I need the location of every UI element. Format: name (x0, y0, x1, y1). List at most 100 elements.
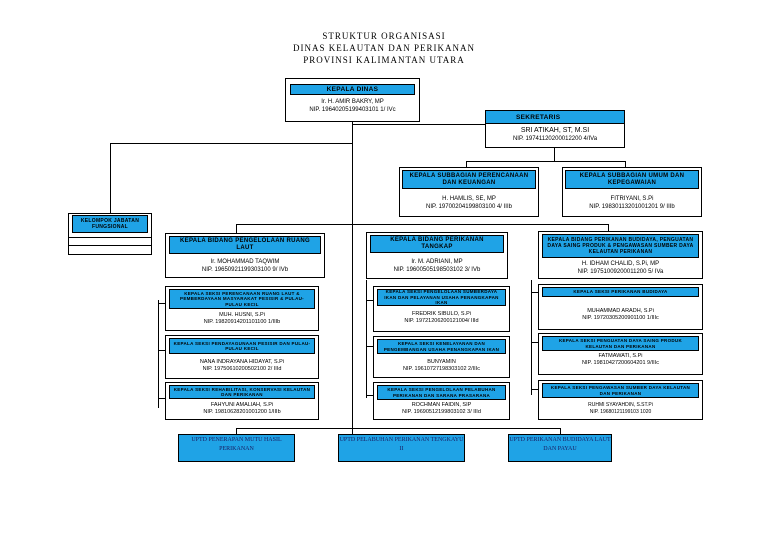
connector-bidang-horizontal (236, 224, 608, 225)
seksi-budidaya-2-name: FATMAWATI, S.Pi (598, 353, 643, 359)
subbag-umum-role: KEPALA SUBBAGIAN UMUM DAN KEPEGAWAIAN (565, 170, 699, 189)
connector-seksi-mid-3 (366, 395, 373, 396)
uptd-mutu-hasil: UPTD PENERAPAN MUTU HASIL PERIKANAN (178, 434, 295, 462)
bidang-budidaya-nip: NIP. 19751009200011200 5/ IVa (577, 269, 664, 275)
seksi-ruang-laut-2-nip: NIP. 19750610200502100 2/ IIId (202, 366, 282, 372)
bidang-tangkap-name: Ir. M. ADRIANI, MP (411, 259, 463, 265)
connector-uptd-left (236, 428, 237, 434)
connector-seksi-left-vertical (158, 300, 159, 408)
seksi-tangkap-3-nip: NIP. 19690512199803102 3/ IIId (402, 409, 481, 415)
seksi-ruang-laut-3-name: FAHYUNI AMALIAH, S.Pi (210, 402, 274, 408)
connector-seksi-right-1 (531, 292, 538, 293)
connector-seksi-mid-2 (366, 346, 373, 347)
bidang-budidaya-role: KEPALA BIDANG PERIKANAN BUDIDAYA, PENGUA… (542, 234, 699, 258)
connector-seksi-mid-1 (366, 300, 373, 301)
subbag-umum-nip: NIP. 19830113201001201 9/ IIIb (589, 204, 675, 210)
subbag-keuangan-name: H. HAMLIS, SE, MP (442, 196, 496, 202)
connector-seksi-left-3 (158, 398, 165, 399)
bidang-ruang-laut-role: KEPALA BIDANG PENGELOLAAN RUANG LAUT (169, 236, 321, 254)
jabatan-fungsional-row (69, 245, 151, 253)
bidang-tangkap-role: KEPALA BIDANG PERIKANAN TANGKAP (370, 235, 504, 253)
uptd-budidaya-laut-payau: UPTD PERIKANAN BUDIDAYA LAUT DAN PAYAU (508, 434, 612, 462)
seksi-ruang-laut-3-box: KEPALA SEKSI REHABILITASI, KONSERVASI KE… (165, 382, 319, 420)
seksi-tangkap-1-role: KEPALA SEKSI PENGELOLAAN SUMBERDAYA IKAN… (377, 289, 506, 306)
connector-sekretaris-vertical (554, 148, 555, 161)
seksi-ruang-laut-3-role: KEPALA SEKSI REHABILITASI, KONSERVASI KE… (169, 385, 315, 399)
page-subtitle: DINAS KELAUTAN DAN PERIKANAN (292, 43, 476, 53)
seksi-budidaya-3-box: KEPALA SEKSI PENGAWASAN SUMBER DAYA KELA… (538, 380, 703, 420)
seksi-ruang-laut-1-role: KEPALA SEKSI PERENCANAAN RUANG LAUT & PE… (169, 289, 315, 309)
bidang-ruang-laut-box: KEPALA BIDANG PENGELOLAAN RUANG LAUT Ir.… (165, 233, 325, 278)
seksi-ruang-laut-2-role: KEPALA SEKSI PENDAYAGUNAAN PESISIR DAN P… (169, 338, 315, 354)
seksi-budidaya-2-box: KEPALA SEKSI PENGUATAN DAYA SAING PRODUK… (538, 333, 703, 375)
jabatan-fungsional-box: KELOMPOK JABATAN FUNGSIONAL (68, 213, 152, 255)
connector-seksi-left-1 (158, 303, 165, 304)
connector-jabfung-horizontal (110, 143, 352, 144)
connector-uptd-right (560, 428, 561, 434)
seksi-tangkap-2-role: KEPALA SEKSI KENELAYANAN DAN PENGEMBANGA… (377, 339, 506, 354)
bidang-tangkap-nip: NIP. 19600505198503102 3/ IVb (393, 267, 481, 273)
bidang-ruang-laut-nip: NIP. 19650921199303100 9/ IVb (201, 267, 289, 273)
seksi-budidaya-2-nip: NIP. 19810427200604201 9/IIIc (582, 360, 659, 366)
seksi-budidaya-1-role: KEPALA SEKSI PERIKANAN BUDIDAYA (542, 287, 699, 297)
seksi-ruang-laut-1-box: KEPALA SEKSI PERENCANAAN RUANG LAUT & PE… (165, 286, 319, 331)
bidang-budidaya-name: H. IDHAM CHALID, S.Pi, MP (581, 261, 660, 267)
kepala-dinas-name: Ir. H. AMIR BAKRY, MP (321, 99, 384, 105)
connector-seksi-right-vertical (531, 280, 532, 395)
seksi-tangkap-2-box: KEPALA SEKSI KENELAYANAN DAN PENGEMBANGA… (373, 336, 510, 378)
seksi-tangkap-3-box: KEPALA SEKSI PENGELOLAAN PELABUHAN PERIK… (373, 382, 510, 420)
kepala-dinas-role: KEPALA DINAS (290, 84, 415, 95)
connector-subbag-horizontal (466, 161, 625, 162)
seksi-budidaya-1-nip: NIP. 19720305200901100 1/IIIc (582, 315, 659, 321)
connector-jabfung-vertical (110, 143, 111, 213)
connector-seksi-mid-vertical (366, 280, 367, 398)
connector-bidang-right (608, 224, 609, 232)
seksi-ruang-laut-2-box: KEPALA SEKSI PENDAYAGUNAAN PESISIR DAN P… (165, 335, 319, 379)
bidang-tangkap-box: KEPALA BIDANG PERIKANAN TANGKAP Ir. M. A… (366, 232, 508, 279)
seksi-tangkap-3-role: KEPALA SEKSI PENGELOLAAN PELABUHAN PERIK… (377, 385, 506, 400)
seksi-tangkap-1-nip: NIP. 19721206200121004/ IIId (404, 318, 479, 324)
jabatan-fungsional-label: KELOMPOK JABATAN FUNGSIONAL (72, 215, 148, 233)
seksi-budidaya-1-name: MUHAMMAD ARADH, S.Pi (587, 308, 654, 314)
subbag-umum-box: KEPALA SUBBAGIAN UMUM DAN KEPEGAWAIAN FI… (562, 167, 702, 217)
sekretaris-nip: NIP. 19741120200012200 4/IVa (512, 136, 598, 142)
connector-seksi-left-2 (158, 350, 165, 351)
connector-subbag-right (625, 161, 626, 167)
subbag-umum-name: FITRIYANI, S.Pi (610, 196, 654, 202)
subbag-keuangan-nip: NIP. 19700204199803100 4/ IIIb (426, 204, 512, 210)
kepala-dinas-nip: NIP. 19640205199403101 1/ IVc (309, 107, 396, 113)
page-subtitle-province: PROVINSI KALIMANTAN UTARA (303, 55, 465, 65)
seksi-budidaya-3-role: KEPALA SEKSI PENGAWASAN SUMBER DAYA KELA… (542, 383, 699, 398)
seksi-budidaya-3-nip: NIP. 19680121199103 1020 (589, 409, 652, 415)
sekretaris-name: SRI ATIKAH, ST, M.SI (520, 127, 590, 134)
seksi-ruang-laut-1-nip: NIP. 19820914201101100 1/IIIb (203, 319, 281, 325)
connector-uptd-horizontal (236, 428, 560, 429)
seksi-tangkap-1-box: KEPALA SEKSI PENGELOLAAN SUMBERDAYA IKAN… (373, 286, 510, 332)
subbag-keuangan-box: KEPALA SUBBAGIAN PERENCANAAN DAN KEUANGA… (399, 167, 539, 217)
jabatan-fungsional-row (69, 237, 151, 245)
connector-main-vertical (352, 121, 353, 435)
connector-seksi-right-2 (531, 342, 538, 343)
connector-bidang-left (236, 224, 237, 233)
seksi-ruang-laut-2-name: NANA INDRAYANA HIDAYAT, S.Pi (199, 359, 285, 365)
seksi-tangkap-3-name: ROCHMAN FAIDIN, SIP (411, 402, 472, 408)
connector-seksi-right-3 (531, 389, 538, 390)
subbag-keuangan-role: KEPALA SUBBAGIAN PERENCANAAN DAN KEUANGA… (402, 170, 536, 189)
seksi-ruang-laut-3-nip: NIP. 19810628201001200 1/IIIb (203, 409, 281, 415)
seksi-budidaya-1-box: KEPALA SEKSI PERIKANAN BUDIDAYA MUHAMMAD… (538, 284, 703, 330)
kepala-dinas-box: KEPALA DINAS Ir. H. AMIR BAKRY, MP NIP. … (285, 78, 420, 122)
seksi-ruang-laut-1-name: MUH. HUSNI, S.Pi (219, 312, 265, 318)
sekretaris-box: SEKRETARIS SRI ATIKAH, ST, M.SI NIP. 197… (485, 110, 625, 148)
seksi-tangkap-2-nip: NIP. 19610727198303102 2/IIIc (403, 366, 480, 372)
bidang-budidaya-box: KEPALA BIDANG PERIKANAN BUDIDAYA, PENGUA… (538, 231, 703, 279)
uptd-pelabuhan-tengkayu: UPTD PELABUHAN PERIKANAN TENGKAYU II (338, 434, 465, 462)
seksi-budidaya-2-role: KEPALA SEKSI PENGUATAN DAYA SAING PRODUK… (542, 336, 699, 351)
connector-sekretaris-horizontal (352, 124, 485, 125)
seksi-budidaya-3-name: RUHMI SYAYAHDIN, S.ST.Pi (588, 402, 653, 408)
page-title: STRUKTUR ORGANISASI (322, 31, 446, 41)
seksi-tangkap-1-name: FREDRIK SIBULO, S.Pi (412, 311, 471, 317)
seksi-tangkap-2-name: BUNYAMIN (427, 359, 456, 365)
sekretaris-role: SEKRETARIS (486, 111, 624, 124)
connector-subbag-left (466, 161, 467, 168)
bidang-ruang-laut-name: Ir. MOHAMMAD TAQWIM (210, 259, 280, 265)
